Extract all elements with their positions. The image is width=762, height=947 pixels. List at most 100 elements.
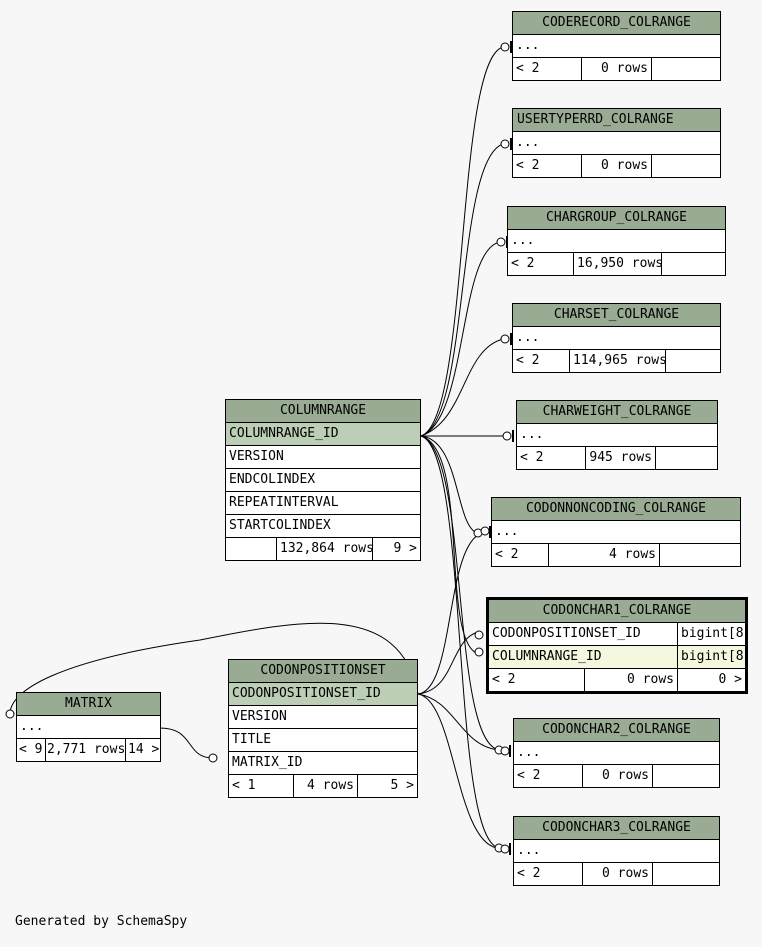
column-row[interactable]: MATRIX_ID	[229, 752, 417, 775]
table-title[interactable]: CODONCHAR1_COLRANGE	[489, 600, 745, 623]
table-footer: < 2 0 rows	[514, 863, 719, 885]
table-footer: < 2 0 rows	[513, 58, 720, 80]
column-type: bigint[8	[677, 623, 745, 645]
table-codonnoncoding-colrange[interactable]: CODONNONCODING_COLRANGE ... < 2 4 rows	[491, 497, 741, 567]
table-title[interactable]: CODONCHAR2_COLRANGE	[514, 719, 719, 742]
child-count[interactable]	[665, 350, 720, 372]
table-title[interactable]: USERTYPERRD_COLRANGE	[513, 109, 720, 132]
column-row[interactable]: ...	[17, 716, 160, 739]
table-codonchar3-colrange[interactable]: CODONCHAR3_COLRANGE ... < 2 0 rows	[513, 816, 720, 886]
edge-cps-codonchar2	[417, 693, 499, 751]
row-count: 132,864 rows	[276, 538, 372, 560]
primary-key-column[interactable]: CODONPOSITIONSET_ID	[229, 683, 417, 706]
row-count: 4 rows	[548, 544, 659, 566]
table-columnrange[interactable]: COLUMNRANGE COLUMNRANGE_ID VERSION ENDCO…	[225, 399, 421, 561]
parent-count[interactable]: < 2	[495, 547, 519, 562]
table-codonchar2-colrange[interactable]: CODONCHAR2_COLRANGE ... < 2 0 rows	[513, 718, 720, 788]
primary-key-column[interactable]: COLUMNRANGE_ID	[226, 423, 420, 446]
table-title[interactable]: MATRIX	[17, 693, 160, 716]
table-footer: < 1 4 rows 5 >	[229, 775, 417, 797]
parent-count[interactable]: < 2	[517, 768, 541, 783]
generated-by-label: Generated by SchemaSpy	[15, 914, 188, 929]
column-type: bigint[8	[677, 646, 745, 668]
table-title[interactable]: CHARGROUP_COLRANGE	[508, 207, 725, 230]
column-row[interactable]: VERSION	[226, 446, 420, 469]
table-footer: < 2 0 rows 0 >	[489, 669, 745, 691]
parent-count[interactable]: < 9	[19, 742, 43, 757]
column-row[interactable]: TITLE	[229, 729, 417, 752]
column-row[interactable]: CODONPOSITIONSET_ID bigint[8	[489, 623, 745, 646]
parent-count[interactable]: < 2	[516, 158, 540, 173]
table-title[interactable]: CHARSET_COLRANGE	[513, 304, 720, 327]
edge-matrix-cps	[159, 727, 214, 759]
column-row[interactable]: STARTCOLINDEX	[226, 515, 420, 538]
column-row[interactable]: ...	[513, 35, 720, 58]
table-title[interactable]: CODONCHAR3_COLRANGE	[514, 817, 719, 840]
child-count[interactable]	[652, 765, 719, 787]
parent-count[interactable]: < 2	[492, 672, 516, 687]
row-count: 0 rows	[582, 765, 652, 787]
row-count: 0 rows	[582, 863, 652, 885]
column-row[interactable]: ...	[514, 742, 719, 765]
table-coderecord-colrange[interactable]: CODERECORD_COLRANGE ... < 2 0 rows	[512, 11, 721, 81]
table-charweight-colrange[interactable]: CHARWEIGHT_COLRANGE ... < 2 945 rows	[516, 400, 718, 470]
edge-cps-codonchar1	[417, 631, 479, 695]
column-name: CODONPOSITIONSET_ID	[492, 626, 641, 641]
row-count: 114,965 rows	[569, 350, 665, 372]
row-count: 4 rows	[293, 775, 357, 797]
column-row[interactable]: ...	[514, 840, 719, 863]
column-row[interactable]: COLUMNRANGE_ID bigint[8	[489, 646, 745, 669]
column-row[interactable]: REPEATINTERVAL	[226, 492, 420, 515]
child-count[interactable]	[659, 544, 740, 566]
column-row[interactable]: ...	[513, 327, 720, 350]
parent-count[interactable]: < 2	[520, 450, 544, 465]
table-codonchar1-colrange[interactable]: CODONCHAR1_COLRANGE CODONPOSITIONSET_ID …	[486, 597, 748, 694]
child-count[interactable]	[651, 58, 720, 80]
column-row[interactable]: ...	[517, 424, 717, 447]
column-row[interactable]: ...	[508, 230, 725, 253]
child-count[interactable]: 0 >	[677, 669, 745, 691]
table-footer: < 2 114,965 rows	[513, 350, 720, 372]
parent-count[interactable]: < 1	[232, 778, 256, 793]
table-footer: < 9 2,771 rows 14 >	[17, 739, 160, 761]
parent-count[interactable]: < 2	[516, 61, 540, 76]
edge-columnrange-usertyperrd	[420, 143, 504, 437]
edge-columnrange-codonchar2	[420, 435, 501, 751]
table-footer: < 2 0 rows	[513, 155, 720, 177]
table-title[interactable]: CODONNONCODING_COLRANGE	[492, 498, 740, 521]
row-count: 16,950 rows	[573, 253, 661, 275]
table-matrix[interactable]: MATRIX ... < 9 2,771 rows 14 >	[16, 692, 161, 762]
row-count: 2,771 rows	[45, 739, 125, 761]
table-usertyperrd-colrange[interactable]: USERTYPERRD_COLRANGE ... < 2 0 rows	[512, 108, 721, 178]
edge-cps-codonchar3	[417, 693, 498, 849]
parent-count[interactable]: < 2	[516, 353, 540, 368]
column-row[interactable]: ...	[492, 521, 740, 544]
table-codonpositionset[interactable]: CODONPOSITIONSET CODONPOSITIONSET_ID VER…	[228, 659, 418, 798]
table-charset-colrange[interactable]: CHARSET_COLRANGE ... < 2 114,965 rows	[512, 303, 721, 373]
edge-columnrange-chargroup	[420, 241, 501, 437]
child-count[interactable]	[652, 863, 719, 885]
parent-count[interactable]: < 2	[517, 866, 541, 881]
child-count[interactable]: 9 >	[372, 538, 420, 560]
table-title[interactable]: CODONPOSITIONSET	[229, 660, 417, 683]
child-count[interactable]	[655, 447, 717, 469]
column-row[interactable]: ENDCOLINDEX	[226, 469, 420, 492]
table-footer: < 2 945 rows	[517, 447, 717, 469]
table-title[interactable]: COLUMNRANGE	[226, 400, 420, 423]
column-row[interactable]: VERSION	[229, 706, 417, 729]
table-title[interactable]: CODERECORD_COLRANGE	[513, 12, 720, 35]
parent-count[interactable]: < 2	[511, 256, 535, 271]
table-title[interactable]: CHARWEIGHT_COLRANGE	[517, 401, 717, 424]
child-count[interactable]: 14 >	[125, 739, 160, 761]
child-count[interactable]	[661, 253, 725, 275]
column-row[interactable]: ...	[513, 132, 720, 155]
row-count: 0 rows	[581, 58, 651, 80]
table-footer: < 2 4 rows	[492, 544, 740, 566]
child-count[interactable]	[651, 155, 720, 177]
parent-count[interactable]	[226, 538, 276, 560]
table-footer: 132,864 rows 9 >	[226, 538, 420, 560]
edge-columnrange-charset	[420, 338, 504, 437]
child-count[interactable]: 5 >	[357, 775, 417, 797]
table-chargroup-colrange[interactable]: CHARGROUP_COLRANGE ... < 2 16,950 rows	[507, 206, 726, 276]
